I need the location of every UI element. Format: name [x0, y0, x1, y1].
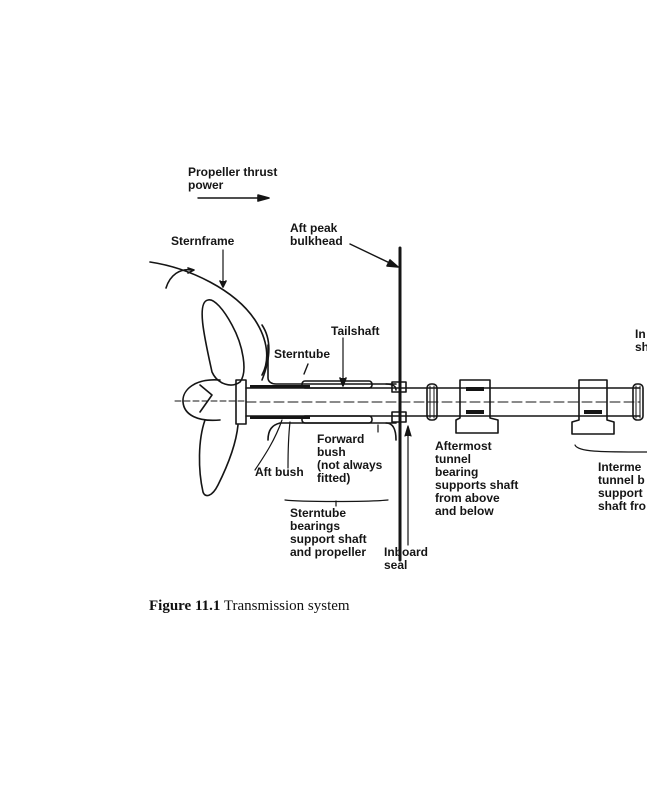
- label-intermediate-tunnel-bearing: Interme tunnel b support shaft fro: [598, 460, 646, 513]
- figure-caption: Figure 11.1 Transmission system: [149, 598, 350, 615]
- label-sternframe: Sternframe: [171, 234, 235, 248]
- label-aftermost-tunnel-bearing: Aftermost tunnel bearing supports shaft …: [435, 439, 519, 518]
- coupling-flange-1: [426, 383, 438, 421]
- label-sterntube-bearings: Sterntube bearings support shaft and pro…: [290, 506, 367, 559]
- coupling-flange-2: [632, 383, 644, 421]
- label-sterntube: Sterntube: [274, 347, 331, 361]
- figure-title: Transmission system: [223, 598, 350, 614]
- label-inboard-seal: Inboard seal: [384, 545, 428, 572]
- label-tailshaft: Tailshaft: [331, 324, 380, 338]
- thrust-arrow: [197, 194, 270, 202]
- aftermost-tunnel-bearing: [455, 379, 499, 434]
- label-forward-bush: Forward bush (not always fitted): [317, 432, 383, 485]
- leader-lines: [254, 419, 647, 546]
- intermediate-tunnel-bearing: [571, 379, 615, 435]
- figure-number: Figure 11.1: [149, 598, 221, 614]
- label-aft-bush: Aft bush: [255, 465, 304, 479]
- label-propeller-thrust: Propeller thrust power: [188, 165, 278, 192]
- sternframe-outline: [149, 249, 268, 376]
- propeller: [174, 299, 247, 497]
- label-aft-peak-bulkhead: Aft peak bulkhead: [290, 221, 343, 248]
- label-intermediate-shaft-partial: In sh: [635, 327, 647, 354]
- sterntube-outline: [261, 324, 397, 441]
- tailshaft: [245, 337, 641, 424]
- aft-peak-bulkhead: [349, 243, 402, 562]
